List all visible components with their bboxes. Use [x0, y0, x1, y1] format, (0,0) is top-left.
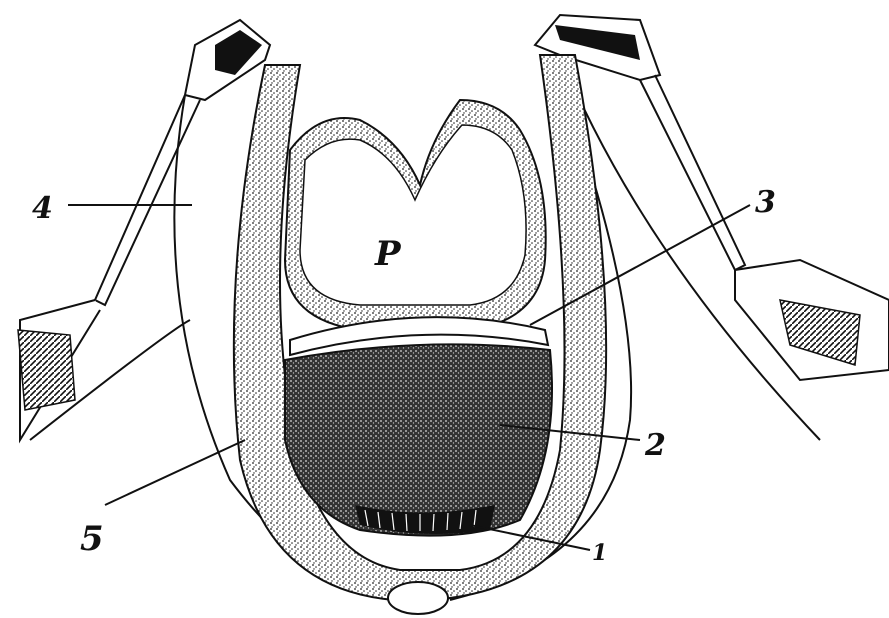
label-1: 1	[592, 540, 607, 566]
label-p: P	[374, 234, 402, 274]
label-2: 2	[644, 428, 666, 463]
left-bone	[18, 20, 270, 440]
dense-mass	[285, 344, 552, 535]
label-3: 3	[755, 185, 776, 220]
label-5: 5	[80, 519, 104, 559]
label-4: 4	[32, 191, 53, 226]
